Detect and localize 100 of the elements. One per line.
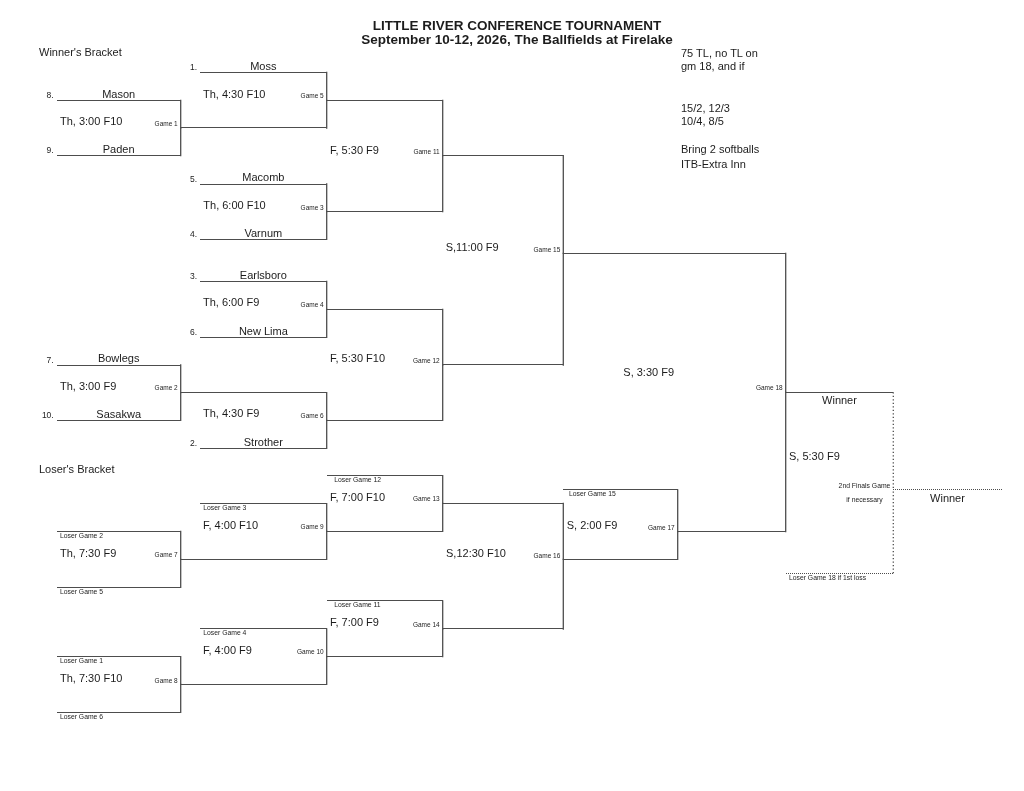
game-time: F, 5:30 F10: [330, 351, 386, 365]
bracket-connector: [326, 308, 328, 338]
bracket-connector: [442, 308, 444, 366]
bracket-connector: [180, 683, 182, 713]
game-time: F, 4:00 F10: [203, 518, 259, 532]
bracket-slot: Earlsboro: [200, 268, 327, 282]
bracket-connector: [442, 99, 444, 157]
bracket-slot: Sasakwa: [56, 407, 181, 421]
game-time: Th, 3:00 F10: [60, 115, 123, 129]
bracket-line: [326, 419, 443, 421]
bracket-slot: Bowlegs: [56, 352, 181, 366]
game-time: F, 7:00 F9: [330, 616, 379, 630]
bracket-connector: [562, 155, 564, 254]
bracket-connector: [562, 558, 564, 630]
bracket-line: [326, 211, 443, 213]
game-time: F, 7:00 F10: [330, 490, 386, 504]
seed-number: 3.: [189, 270, 197, 281]
bracket-line: [326, 656, 443, 658]
game-time: Th, 7:30 F10: [60, 671, 123, 685]
bracket-line: [180, 683, 327, 685]
note-text: 15/2, 12/3 10/4, 8/5: [681, 101, 731, 129]
bracket-connector: [442, 628, 444, 658]
bracket-connector: [677, 489, 679, 533]
bracket-connector: [326, 183, 328, 213]
bracket-connector: [562, 502, 564, 560]
bracket-connector: [442, 600, 444, 630]
bracket-line: [180, 127, 327, 129]
bracket-line: [442, 628, 564, 630]
game-time: S,12:30 F10: [446, 546, 506, 560]
game-time: Th, 4:30 F9: [203, 407, 260, 421]
bracket-connector: [326, 530, 328, 560]
bracket-line: [563, 252, 786, 254]
game-time: Th, 4:30 F10: [203, 87, 266, 101]
bracket-slot: Mason: [56, 87, 181, 101]
bracket-connector: [326, 99, 328, 129]
game-time: F, 4:00 F9: [203, 643, 252, 657]
bracket-connector: [326, 392, 328, 421]
game-time: Th, 6:00 F9: [203, 296, 260, 310]
seed-number: 1.: [189, 61, 197, 72]
bracket-connector: [180, 364, 182, 394]
bracket-line: [180, 392, 327, 394]
bracket-connector: [180, 530, 182, 560]
bracket-line: [442, 364, 564, 366]
bracket-connector: [326, 503, 328, 532]
bracket-slot: Macomb: [200, 171, 327, 185]
seed-number: 7.: [46, 354, 54, 365]
bracket-slot: Varnum: [200, 226, 327, 240]
bracket-connector: [892, 489, 894, 574]
section-heading: Loser's Bracket: [39, 462, 115, 476]
seed-number: 5.: [189, 173, 197, 184]
note-text: 75 TL, no TL on gm 18, and if: [681, 46, 759, 74]
section-heading: Winner's Bracket: [39, 45, 122, 59]
bracket-connector: [326, 419, 328, 449]
game-time: S, 3:30 F9: [623, 365, 675, 379]
bracket-connector: [180, 99, 182, 129]
seed-number: 9.: [46, 145, 54, 156]
bracket-connector: [677, 531, 679, 560]
game-time: F, 5:30 F9: [330, 143, 379, 157]
bracket-connector: [442, 475, 444, 504]
seed-number: 4.: [189, 228, 197, 239]
bracket-connector: [180, 127, 182, 157]
bracket-slot: Strother: [200, 435, 327, 449]
game-time: Th, 6:00 F10: [203, 198, 266, 212]
bracket-line: [326, 308, 443, 310]
bracket-line: [442, 502, 564, 504]
bracket-line: [326, 530, 443, 532]
game-time: S,11:00 F9: [445, 241, 499, 255]
bracket-line: [442, 155, 564, 157]
bracket-connector: [442, 364, 444, 421]
bracket-connector: [326, 71, 328, 101]
bracket-connector: [326, 280, 328, 310]
bracket-connector: [326, 628, 328, 658]
bracket-line: [677, 531, 786, 533]
bracket-slot: Moss: [200, 59, 327, 73]
bracket-connector: [785, 252, 787, 393]
bracket-slot: Winner: [893, 489, 1002, 504]
bracket-slot: Winner: [785, 391, 894, 407]
seed-number: 6.: [189, 326, 197, 337]
seed-number: 2.: [189, 437, 197, 448]
seed-number: 10.: [41, 409, 54, 420]
title: LITTLE RIVER CONFERENCE TOURNAMENT September 10-12, 2026, The Ballfields at Firelake: [360, 19, 674, 46]
bracket-connector: [326, 656, 328, 685]
game-time: S, 5:30 F9: [789, 449, 840, 463]
game-time: Th, 7:30 F9: [60, 546, 117, 560]
note-text: Bring 2 softballs ITB-Extra Inn: [681, 142, 761, 172]
bracket-slot: New Lima: [200, 324, 327, 338]
game-time: Th, 3:00 F9: [60, 379, 117, 393]
game-time: S, 2:00 F9: [566, 518, 618, 532]
bracket-connector: [562, 252, 564, 366]
bracket-slot: Paden: [56, 143, 181, 157]
bracket-line: [563, 558, 678, 560]
bracket-connector: [442, 155, 444, 213]
bracket-connector: [180, 656, 182, 685]
bracket-connector: [180, 558, 182, 588]
bracket-connector: [180, 392, 182, 421]
bracket-line: [180, 558, 327, 560]
bracket-connector: [892, 391, 894, 491]
bracket-line: [326, 99, 443, 101]
bracket-connector: [785, 391, 787, 533]
bracket-connector: [442, 502, 444, 532]
